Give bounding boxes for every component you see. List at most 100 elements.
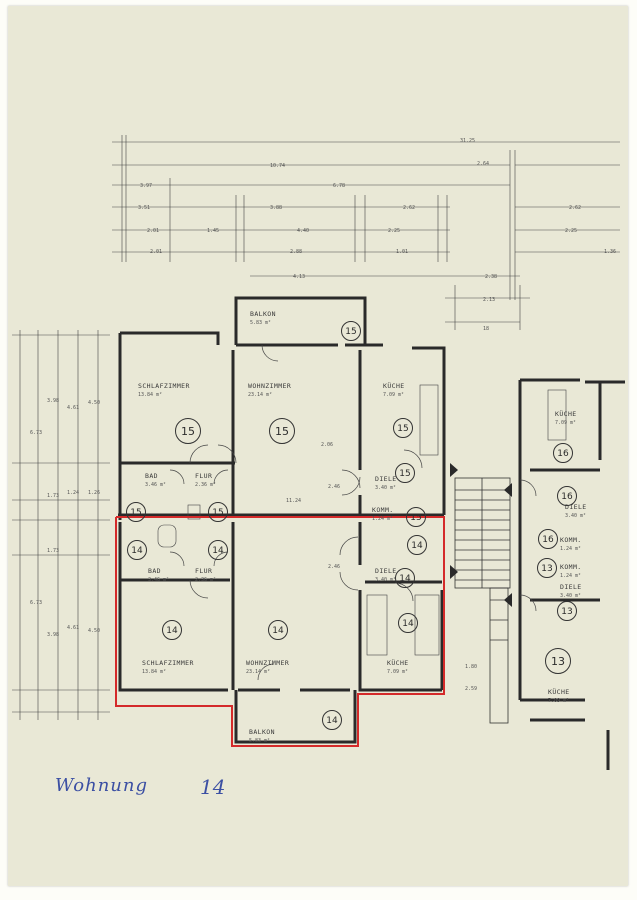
dimension-label: 1.36 xyxy=(604,249,617,255)
unit-number-marker: 16 xyxy=(538,529,558,549)
dimension-label: 18 xyxy=(483,326,490,332)
dimension-label: 2.38 xyxy=(485,274,498,280)
room-label-wohnzimmer-14: WOHNZIMMER xyxy=(246,659,290,667)
unit-number-marker: 15 xyxy=(208,502,228,522)
dimension-label: 3.51 xyxy=(138,205,151,211)
dimension-label: 3.88 xyxy=(270,205,283,211)
room-area-balkon-15: 5.83 m² xyxy=(250,320,272,326)
dimension-label: 2.62 xyxy=(403,205,416,211)
room-label-kueche-14: KÜCHE xyxy=(387,659,409,667)
room-area-komm-13: 1.24 m² xyxy=(560,573,582,579)
dimension-label: 2.01 xyxy=(147,228,160,234)
dimension-label: 4.50 xyxy=(88,628,101,634)
dimension-label: 2.46 xyxy=(328,484,341,490)
unit-number-marker: 14 xyxy=(407,535,427,555)
room-label-bad-15: BAD xyxy=(145,472,158,480)
room-area-schlafzimmer-14: 13.84 m² xyxy=(142,669,167,675)
dimension-label: 1.01 xyxy=(396,249,409,255)
room-label-kueche-13: KÜCHE xyxy=(548,688,570,696)
unit-number-marker: 14 xyxy=(127,540,147,560)
unit-number-marker: 14 xyxy=(398,613,418,633)
unit-number-marker: 16 xyxy=(557,486,577,506)
dimension-label: 10.74 xyxy=(270,163,286,169)
dimension-label: 2.88 xyxy=(290,249,303,255)
dimension-label: 2.46 xyxy=(328,564,341,570)
room-area-flur-14: 2.36 m² xyxy=(195,577,217,583)
dimension-label: 2.64 xyxy=(477,161,490,167)
dimension-label: 6.73 xyxy=(30,430,43,436)
room-label-bad-14: BAD xyxy=(148,567,161,575)
unit-number-marker: 14 xyxy=(395,568,415,588)
dimension-label: 11.24 xyxy=(286,498,302,504)
dimension-label: 4.61 xyxy=(67,625,80,631)
room-label-diele-14: DIELE xyxy=(375,567,397,575)
room-label-diele-15: DIELE xyxy=(375,475,397,483)
room-area-komm-15: 1.24 m² xyxy=(372,516,394,522)
room-area-diele-16: 3.40 m² xyxy=(565,513,587,519)
dimension-label: 1.80 xyxy=(465,664,478,670)
room-label-kueche-16: KÜCHE xyxy=(555,410,577,418)
room-area-kueche-15: 7.09 m² xyxy=(383,392,405,398)
room-label-kueche-15: KÜCHE xyxy=(383,382,405,390)
dimension-label: 6.78 xyxy=(333,183,346,189)
room-area-schlafzimmer-15: 13.84 m² xyxy=(138,392,163,398)
dimension-label: 1.45 xyxy=(207,228,220,234)
unit-number-marker: 15 xyxy=(406,507,426,527)
dimension-label: 2.06 xyxy=(321,442,334,448)
unit-number-marker: 13 xyxy=(537,558,557,578)
dimension-label: 2.62 xyxy=(569,205,582,211)
room-label-balkon-14: BALKON xyxy=(249,728,275,736)
room-label-balkon-15: BALKON xyxy=(250,310,276,318)
unit-number-marker: 16 xyxy=(553,443,573,463)
handwritten-annotation-word: Wohnung xyxy=(55,775,149,796)
unit-number-marker: 15 xyxy=(393,418,413,438)
dimension-label: 3.98 xyxy=(47,398,60,404)
wohnung-14-highlight xyxy=(115,516,445,747)
unit-number-marker: 15 xyxy=(126,502,146,522)
room-area-wohnzimmer-14: 23.14 m² xyxy=(246,669,271,675)
unit-number-marker: 14 xyxy=(268,620,288,640)
room-label-schlafzimmer-15: SCHLAFZIMMER xyxy=(138,382,190,390)
room-area-komm-16: 1.24 m² xyxy=(560,546,582,552)
room-area-wohnzimmer-15: 23.14 m² xyxy=(248,392,273,398)
unit-number-marker: 14 xyxy=(208,540,228,560)
dimension-label: 4.50 xyxy=(88,400,101,406)
room-label-komm-16: KOMM. xyxy=(560,536,582,544)
room-label-diele-16: DIELE xyxy=(565,503,587,511)
unit-number-marker: 15 xyxy=(395,463,415,483)
room-area-flur-15: 2.36 m² xyxy=(195,482,217,488)
dimension-label: 4.13 xyxy=(293,274,306,280)
dimension-label: 1.26 xyxy=(88,490,101,496)
dimension-label: 4.61 xyxy=(67,405,80,411)
unit-number-marker: 15 xyxy=(341,321,361,341)
room-label-diele-13: DIELE xyxy=(560,583,582,591)
dimension-label: 2.13 xyxy=(483,297,496,303)
room-label-flur-14: FLUR xyxy=(195,567,213,575)
unit-number-marker: 15 xyxy=(175,418,201,444)
room-label-komm-15: KOMM. xyxy=(372,506,394,514)
dimension-label: 3.97 xyxy=(140,183,153,189)
unit-number-marker: 15 xyxy=(269,418,295,444)
room-label-komm-13: KOMM. xyxy=(560,563,582,571)
dimension-label: 2.01 xyxy=(150,249,163,255)
dimension-label: 1.73 xyxy=(47,548,60,554)
dimension-label: 4.40 xyxy=(297,228,310,234)
floor-plan-page xyxy=(8,6,628,886)
unit-number-marker: 13 xyxy=(545,648,571,674)
room-area-diele-13: 3.40 m² xyxy=(560,593,582,599)
room-area-diele-15: 3.40 m² xyxy=(375,485,397,491)
room-label-flur-15: FLUR xyxy=(195,472,213,480)
dimension-label: 2.25 xyxy=(388,228,401,234)
room-area-bad-14: 3.46 m² xyxy=(148,577,170,583)
room-label-wohnzimmer-15: WOHNZIMMER xyxy=(248,382,292,390)
unit-number-marker: 14 xyxy=(162,620,182,640)
dimension-label: 6.73 xyxy=(30,600,43,606)
dimension-label: 1.73 xyxy=(47,493,60,499)
room-area-kueche-14: 7.09 m² xyxy=(387,669,409,675)
unit-number-marker: 14 xyxy=(322,710,342,730)
room-area-kueche-16: 7.09 m² xyxy=(555,420,577,426)
room-area-balkon-14: 5.83 m² xyxy=(249,738,271,744)
dimension-label: 31.25 xyxy=(460,138,476,144)
